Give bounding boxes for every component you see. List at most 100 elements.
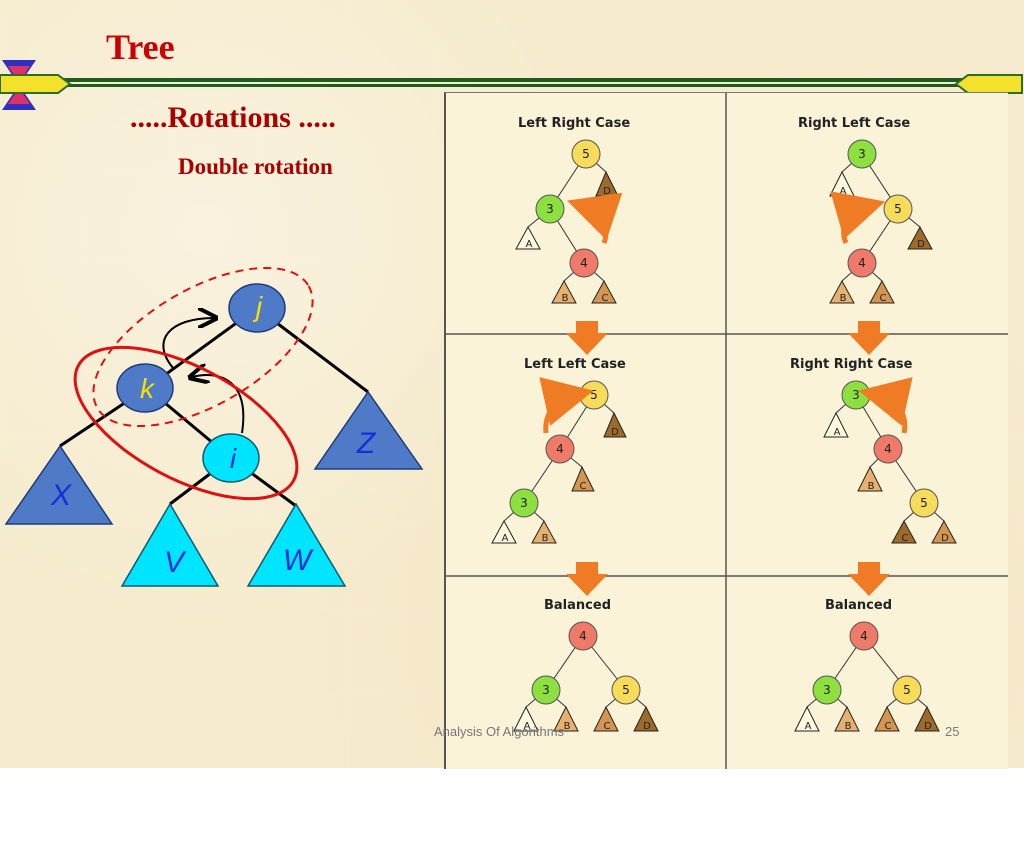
br-node-left-label: 3	[823, 683, 831, 697]
lr-subtree-a	[515, 225, 541, 250]
ll-rotation-arrow	[539, 377, 594, 434]
ll-subtree-c	[571, 465, 595, 492]
right-arrow-tab	[954, 74, 1023, 94]
rl-subtree-a-label: A	[840, 186, 847, 197]
rl-node-top-label: 3	[858, 147, 866, 161]
bl-node-root	[568, 621, 598, 651]
ll-subtree-a-label: A	[502, 533, 509, 544]
bl-subtree-c-label: C	[604, 721, 611, 732]
lr-node-low-label: 4	[580, 256, 588, 270]
node-i-circle	[202, 433, 260, 483]
br-subtree-c	[874, 705, 900, 732]
br-node-right-label: 5	[903, 683, 911, 697]
br-node-right	[892, 675, 922, 705]
rl-node-low	[847, 248, 877, 278]
avl-cases-grid: Left Right Case D A B C 5 3	[444, 92, 1008, 769]
lr-node-low	[569, 248, 599, 278]
br-subtree-b	[834, 705, 860, 732]
ll-subtree-b-label: B	[542, 533, 549, 544]
panel-right-right-case: Right Right Case A B C D 3 4	[790, 357, 957, 544]
bl-subtree-a	[513, 705, 539, 732]
slide: Tree .....Rotations ..... Double rotatio…	[0, 0, 1024, 769]
hourglass-icon	[2, 60, 36, 110]
down-arrow-right-1	[848, 321, 890, 355]
br-node-root	[849, 621, 879, 651]
rr-subtree-b	[857, 465, 883, 492]
slide-footer: Analysis Of Algorithms	[434, 724, 565, 739]
panel-right-left-case: Right Left Case A D B C 3 5	[798, 116, 933, 304]
down-arrow-right-2	[848, 562, 890, 596]
slide-title: Tree	[106, 27, 175, 67]
subtree-v-label: V	[164, 546, 187, 579]
rr-node-top-label: 3	[852, 388, 860, 402]
bl-subtree-b-label: B	[564, 721, 571, 732]
lr-subtree-d-label: D	[603, 186, 611, 197]
double-rotation-diagram: X Z V W j k i	[4, 266, 424, 587]
br-subtree-a	[794, 705, 820, 732]
node-i-label: i	[230, 443, 237, 474]
br-node-root-label: 4	[860, 629, 868, 643]
bl-subtree-a-label: A	[524, 721, 531, 732]
lr-node-mid	[535, 194, 565, 224]
down-arrow-left-2	[566, 562, 608, 596]
node-k-circle	[116, 363, 174, 413]
right-right-case-title: Right Right Case	[790, 357, 913, 372]
ll-node-low	[509, 488, 539, 518]
node-k-label: k	[140, 373, 156, 404]
left-left-case-title: Left Left Case	[524, 357, 626, 372]
rl-node-mid-label: 5	[894, 202, 902, 216]
ll-subtree-b	[531, 519, 557, 544]
rr-node-mid-label: 4	[884, 442, 892, 456]
rl-subtree-c	[869, 279, 895, 304]
rl-node-low-label: 4	[858, 256, 866, 270]
rl-rotation-arrow	[830, 191, 886, 245]
lr-subtree-b	[551, 279, 577, 304]
br-subtree-c-label: C	[885, 721, 892, 732]
lr-rotation-arrow	[567, 192, 623, 244]
node-j-label: j	[252, 291, 263, 322]
red-dashed-ellipse	[92, 266, 314, 428]
rr-subtree-a-label: A	[834, 427, 841, 438]
rr-node-low	[909, 488, 939, 518]
lr-node-mid-label: 3	[546, 202, 554, 216]
ll-node-mid-label: 4	[556, 442, 564, 456]
subtree-z-label: Z	[356, 427, 377, 460]
lr-subtree-a-label: A	[526, 239, 533, 250]
red-solid-ellipse	[73, 345, 299, 501]
panel-left-left-case: Left Left Case D C A B 5 4	[491, 357, 627, 544]
node-j-circle	[228, 283, 286, 333]
rr-subtree-c-label: C	[902, 533, 909, 544]
rr-subtree-c	[891, 519, 917, 544]
rl-subtree-d-label: D	[917, 239, 925, 250]
bl-node-left	[531, 675, 561, 705]
rr-subtree-b-label: B	[868, 481, 875, 492]
br-subtree-b-label: B	[845, 721, 852, 732]
bl-subtree-d-label: D	[643, 721, 651, 732]
rr-subtree-d-label: D	[941, 533, 949, 544]
slide-subtitle: .....Rotations .....	[130, 101, 336, 134]
ll-node-low-label: 3	[520, 496, 528, 510]
rotation-arrow-k-to-j	[162, 318, 214, 369]
ll-subtree-d-label: D	[611, 427, 619, 438]
rl-subtree-c-label: C	[880, 293, 887, 304]
bl-subtree-b	[553, 705, 579, 732]
subtree-x-triangle	[4, 444, 114, 525]
right-left-case-title: Right Left Case	[798, 116, 910, 131]
ll-subtree-a	[491, 519, 517, 544]
ll-subtree-d	[603, 411, 627, 438]
subtree-w-triangle	[246, 502, 347, 587]
panel-balanced-left: Balanced A B C D 4 3 5	[513, 598, 659, 732]
slide-subsubtitle: Double rotation	[178, 154, 333, 179]
avl-cases-svg: Left Right Case D A B C 5 3	[446, 93, 1008, 769]
br-subtree-d	[914, 705, 940, 732]
rr-node-low-label: 5	[920, 496, 928, 510]
ll-subtree-c-label: C	[580, 481, 587, 492]
bl-node-root-label: 4	[579, 629, 587, 643]
subtree-x-label: X	[50, 479, 72, 512]
bl-subtree-c	[593, 705, 619, 732]
rl-subtree-d	[907, 225, 933, 250]
lr-node-top	[571, 139, 601, 169]
br-subtree-d-label: D	[924, 721, 932, 732]
panel-left-right-case: Left Right Case D A B C 5 3	[515, 116, 630, 304]
subtree-z-triangle	[313, 390, 424, 470]
